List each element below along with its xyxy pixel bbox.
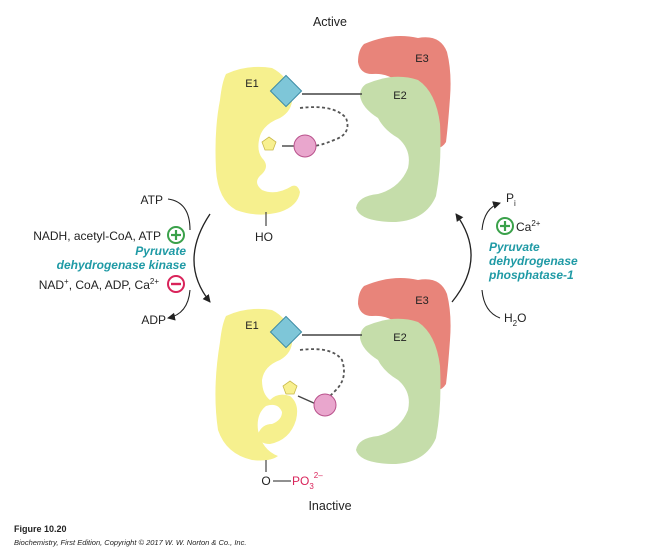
adp-curve [167,289,191,321]
phosphatase-name-line3: phosphatase-1 [488,268,574,282]
phosphate-group: PO32– [292,471,323,491]
lipoyl-group-inactive [313,393,337,417]
phosphatase-activator: Ca2+ [516,219,541,234]
pi-label: Pi [506,191,516,208]
e1-label-inactive: E1 [245,320,258,332]
inactive-complex: E3 E2 E1 O PO32– [215,278,451,491]
e3-label-active: E3 [415,53,428,65]
adp-label: ADP [141,313,166,327]
phosphatase-name-line2: dehydrogenase [489,254,578,268]
active-state-label: Active [313,15,347,29]
e2-label-inactive: E2 [393,332,406,344]
water-curve [481,289,501,319]
plus-circle-icon [167,226,185,244]
e1-subunit-inactive [215,308,298,461]
e1-label-active: E1 [245,78,258,90]
phosphatase-reaction: Pi Ca2+ Pyruvate dehydrogenase phosphata… [451,191,578,328]
e3-label-inactive: E3 [415,295,428,307]
hydroxyl-label: HO [255,230,273,244]
atp-label: ATP [141,193,163,207]
e1-subunit-active [215,66,300,215]
substrate-pentagon-inactive [282,380,298,395]
kinase-activators: NADH, acetyl-CoA, ATP [33,229,161,243]
kinase-arrow [193,213,211,303]
atp-curve [167,198,191,231]
active-complex: E3 E2 E1 HO [215,36,451,244]
phosphate-oxygen: O [261,474,270,488]
figure-caption-title: Figure 10.20 [14,524,67,534]
lipoyl-arm-active [299,106,349,147]
lipoyl-stem-inactive [297,395,317,405]
minus-circle-icon [167,275,185,293]
e2-subunit-active [356,76,441,222]
kinase-name-line1: Pyruvate [135,244,186,258]
phosphatase-arrow [451,213,472,303]
e1-active-site-diamond-active [269,74,303,108]
phosphatase-name-line1: Pyruvate [489,240,540,254]
water-label: H2O [504,311,526,328]
pi-curve [481,201,501,231]
plus-circle-icon [496,217,514,235]
e2-label-active: E2 [393,90,406,102]
e1-active-site-diamond-inactive [269,315,303,349]
kinase-reaction: ATP ADP NADH, acetyl-CoA, ATP Pyruvate d… [33,193,211,327]
e2-subunit-inactive [356,318,441,464]
kinase-inhibitors: NAD+, CoA, ADP, Ca2+ [39,277,160,292]
lipoyl-group-active [293,134,317,158]
substrate-pentagon-active [261,136,277,151]
lipoyl-arm-inactive [299,348,345,401]
figure-caption-cite: Biochemistry, First Edition, Copyright ©… [14,538,246,547]
kinase-name-line2: dehydrogenase kinase [57,258,187,272]
inactive-state-label: Inactive [308,499,351,513]
